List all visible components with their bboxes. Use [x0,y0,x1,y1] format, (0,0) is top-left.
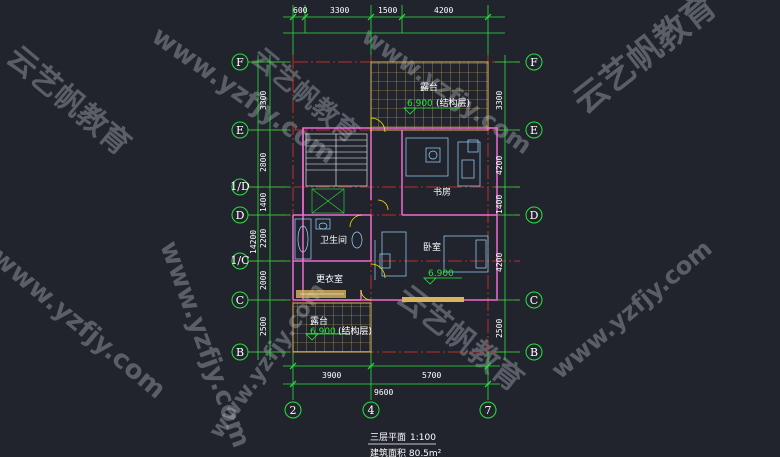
bathroom-fixtures [294,218,363,260]
watermark-cn-1: 云艺帆教育 [0,39,137,162]
watermark-url-5: www.yzfjy.com [0,242,171,405]
bedroom-furniture [374,231,489,280]
elevation-markers [305,107,462,341]
terrace-bottom-area [292,302,372,353]
dim-left-5: 2000 [259,271,268,290]
axis-label-B: B [236,346,244,359]
dim-top-3: 1500 [378,6,397,15]
dim-bottom-2: 5700 [422,371,441,380]
terrace-top-area [370,61,489,131]
axis-label-F: F [236,56,244,69]
room-bathroom: 卫生间 [320,234,347,246]
axis-label-1D: 1/D [230,180,250,193]
axis-label-C-right: C [530,294,538,307]
axis-label-4: 4 [368,404,375,417]
axis-label-E-right: E [530,124,538,137]
axis-label-B-right: B [530,346,538,359]
room-bedroom: 卧室 [423,241,441,253]
dim-left-3: 1400 [259,193,268,212]
elev-terrace-top: 6.900 [407,99,433,109]
watermark-url-6: www.yzfjy.com [546,234,718,384]
axis-label-2: 2 [290,404,297,417]
dimension-lines [248,5,520,400]
closet-rack [296,290,346,298]
dim-top-1: 600 [293,6,308,15]
dim-total: 9600 [374,388,393,397]
drawing-area: 建筑面积 80.5m² [370,447,442,457]
axis-label-1C: 1/C [230,254,249,267]
watermark-cn-3: 云艺帆教育 [390,279,530,399]
dim-top-4: 4200 [434,6,453,15]
dim-top-2: 3300 [330,6,349,15]
dim-bottom-1: 3900 [322,371,341,380]
title-block: 三层平面 1:100 建筑面积 80.5m² [368,432,442,457]
axis-label-E: E [236,124,244,137]
dim-right-4: 4200 [495,253,504,272]
walls [292,127,498,301]
elev-bedroom: 6.900 [428,269,454,279]
dim-left-sub: 14200 [249,230,258,254]
note-terrace-bottom: (结构层) [338,325,372,337]
note-terrace-top: (结构层) [436,97,470,109]
dim-right-1: 3300 [495,91,504,110]
room-dressing: 更衣室 [316,273,343,285]
room-study: 书房 [433,186,451,198]
room-terrace-bottom: 露台 [310,315,328,327]
doors [349,117,389,301]
axis-label-7: 7 [485,404,492,417]
room-terrace-top: 露台 [420,81,438,93]
axis-bubbles-left [231,53,543,419]
dim-right-2: 4200 [495,156,504,175]
axis-label-D-right: D [530,209,539,222]
dim-left-6: 2500 [259,317,268,336]
bedroom-window [402,297,464,302]
axis-label-D: D [236,209,245,222]
dim-left-4: 2200 [259,229,268,248]
dim-right-3: 1400 [495,195,504,214]
dim-left-2: 2800 [259,153,268,172]
dim-right-5: 2500 [495,319,504,338]
watermark-cn-2: 云艺帆教育 [566,0,725,122]
drawing-title: 三层平面 [370,432,406,443]
dim-left-1: 3300 [259,91,268,110]
drawing-scale: 1:100 [410,433,436,443]
staircase [305,133,368,214]
axis-label-F-right: F [530,56,538,69]
study-furniture [405,137,481,187]
elev-terrace-bottom: 6.900 [310,327,336,337]
axis-label-C: C [236,294,244,307]
